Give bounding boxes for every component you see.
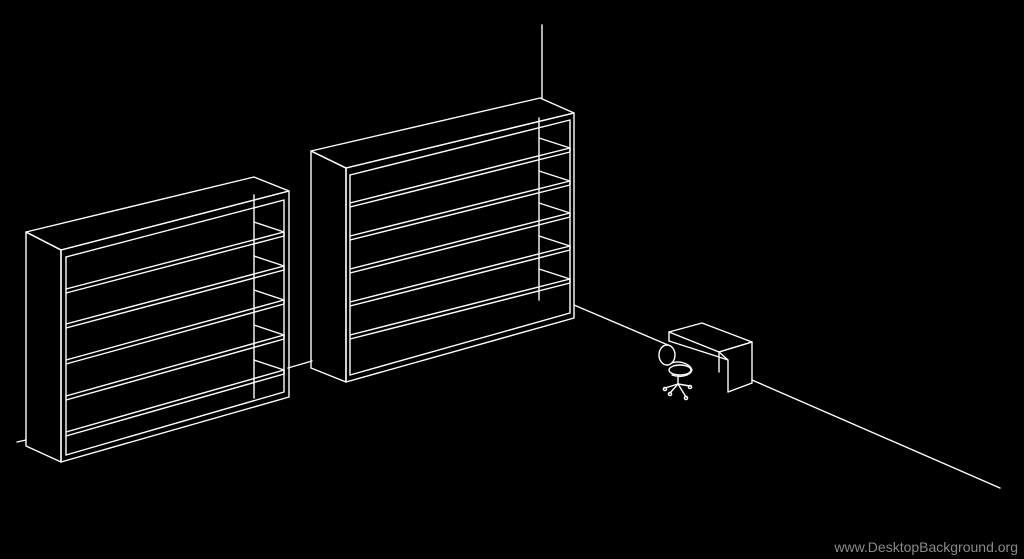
left-bookshelf [25,176,290,463]
left-bookshelf-top [25,176,290,251]
room-edges [16,24,1001,489]
left-bookshelf-side [25,231,62,463]
floor-wall-line-left-a [16,439,27,443]
left-bookshelf-shelves [65,221,285,437]
chair-seat [671,361,693,378]
right-bookshelf [310,97,575,383]
floor-wall-line-right [573,304,669,346]
desk-top [668,322,753,353]
desk-pedestal [718,341,753,393]
chair-backrest [658,344,676,366]
left-bookshelf-front [60,190,290,463]
desk [668,322,753,393]
chair-base [662,383,693,401]
office-chair [658,344,693,401]
watermark-text: www.DesktopBackground.org [834,539,1018,555]
floor-wall-line-far-right [751,379,1001,489]
right-bookshelf-shelves [349,137,571,340]
right-bookshelf-side [310,150,347,383]
floor-wall-line-left-b [287,360,313,369]
right-bookshelf-front [345,112,575,383]
right-bookshelf-inner [349,119,571,376]
left-bookshelf-inner [65,199,285,456]
